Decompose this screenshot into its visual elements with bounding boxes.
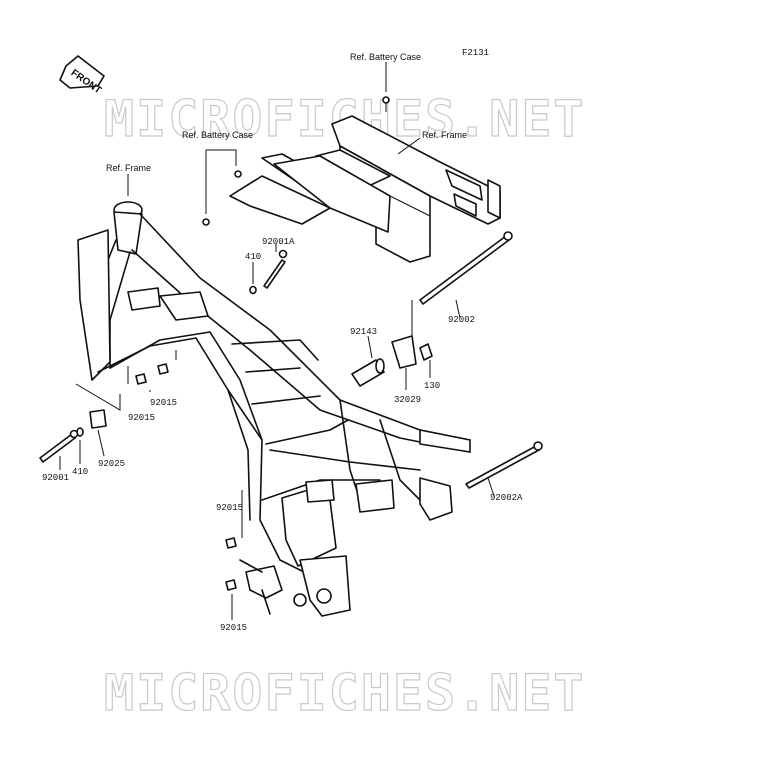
part-92015-d: 92015 [220,623,247,633]
part-410-lower: 410 [72,467,88,477]
part-130: 130 [424,381,440,391]
fasteners [39,231,543,591]
part-92025: 92025 [98,459,125,469]
part-92015-a: 92015 [150,398,177,408]
part-92002A: 92002A [490,493,523,503]
part-92002: 92002 [448,315,475,325]
part-92001A: 92001A [262,237,295,247]
label-ref-frame-right: Ref. Frame [422,130,467,140]
front-arrow-icon: FRONT [59,55,105,96]
battery-case-bracket [202,96,501,263]
leader-lines [59,62,495,620]
watermark-bottom: MICROFICHES.NET [104,664,586,722]
label-ref-battery-case-left: Ref. Battery Case [182,130,253,140]
part-92015-c: 92015 [216,503,243,513]
part-92015-b: 92015 [128,413,155,423]
part-92001: 92001 [42,473,69,483]
figure-code: F2131 [462,48,489,58]
part-32029: 32029 [394,395,421,405]
label-ref-frame-left: Ref. Frame [106,163,151,173]
label-ref-battery-case-top: Ref. Battery Case [350,52,421,62]
part-410-upper: 410 [245,252,261,262]
motorcycle-frame [77,201,471,617]
part-92143: 92143 [350,327,377,337]
